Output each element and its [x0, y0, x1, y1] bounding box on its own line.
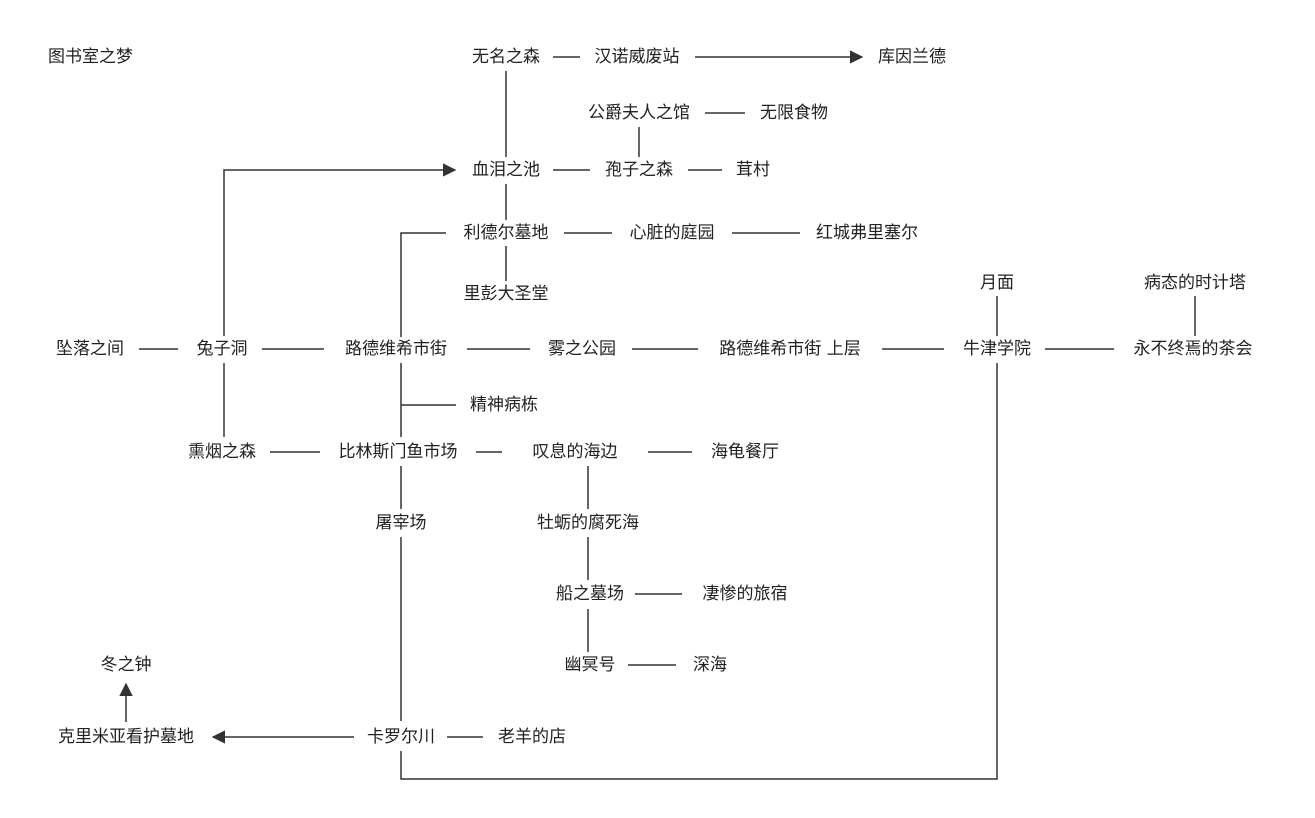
node-zhuiluo: 坠落之间: [56, 339, 124, 359]
node-gongjue: 公爵夫人之馆: [588, 103, 690, 123]
arrow-tuzi-xuelei: [223, 163, 457, 336]
node-yuemian: 月面: [980, 273, 1014, 293]
edge-kaluoer-niujin: [400, 363, 998, 780]
node-yongbu: 永不终焉的茶会: [1134, 339, 1253, 359]
node-wuming: 无名之森: [472, 47, 540, 67]
node-xinzang: 心脏的庭园: [630, 223, 715, 243]
node-xuelei: 血泪之池: [472, 160, 540, 180]
node-jingshen: 精神病栋: [470, 395, 538, 415]
node-tanxi: 叹息的海边: [533, 442, 618, 462]
node-hongcheng: 红城弗里塞尔: [816, 223, 918, 243]
node-laoyang: 老羊的店: [498, 727, 566, 747]
node-youming: 幽冥号: [565, 655, 616, 675]
node-niujin: 牛津学院: [963, 339, 1031, 359]
node-bingtai: 病态的时计塔: [1144, 273, 1246, 293]
node-lipeng: 里彭大圣堂: [464, 284, 549, 304]
node-chuan: 船之墓场: [556, 584, 624, 604]
node-ludeweixi: 路德维希市街: [345, 339, 447, 359]
node-haigui: 海龟餐厅: [711, 442, 779, 462]
node-bilin: 比林斯门鱼市场: [339, 442, 458, 462]
node-baozi: 孢子之森: [605, 160, 673, 180]
node-dongzhi: 冬之钟: [101, 655, 152, 675]
node-wuzhi: 雾之公园: [548, 339, 616, 359]
node-qican: 凄惨的旅宿: [703, 584, 788, 604]
node-ercun: 茸村: [736, 160, 770, 180]
node-hannover: 汉诺威废站: [595, 47, 680, 67]
node-lide: 利德尔墓地: [464, 223, 549, 243]
node-tuzi: 兔子洞: [197, 339, 248, 359]
node-ludeweixi-up: 路德维希市街 上层: [719, 339, 860, 359]
node-shenhai: 深海: [693, 655, 727, 675]
node-wuxian: 无限食物: [760, 103, 828, 123]
node-muli: 牡蛎的腐死海: [537, 513, 639, 533]
edges: [119, 50, 1196, 780]
labels: 图书室之梦 无名之森 汉诺威废站 库因兰德 公爵夫人之馆 无限食物 血泪之池 孢…: [48, 47, 1253, 747]
node-kuyin: 库因兰德: [878, 47, 946, 67]
diagram-title: 图书室之梦: [48, 47, 133, 67]
node-kelimi: 克里米亚看护墓地: [58, 727, 194, 747]
edge-lide-ludeweixi: [400, 232, 446, 337]
node-tuzai: 屠宰场: [376, 513, 427, 533]
node-kaluoer: 卡罗尔川: [367, 727, 435, 747]
node-xunyan: 熏烟之森: [188, 442, 256, 462]
